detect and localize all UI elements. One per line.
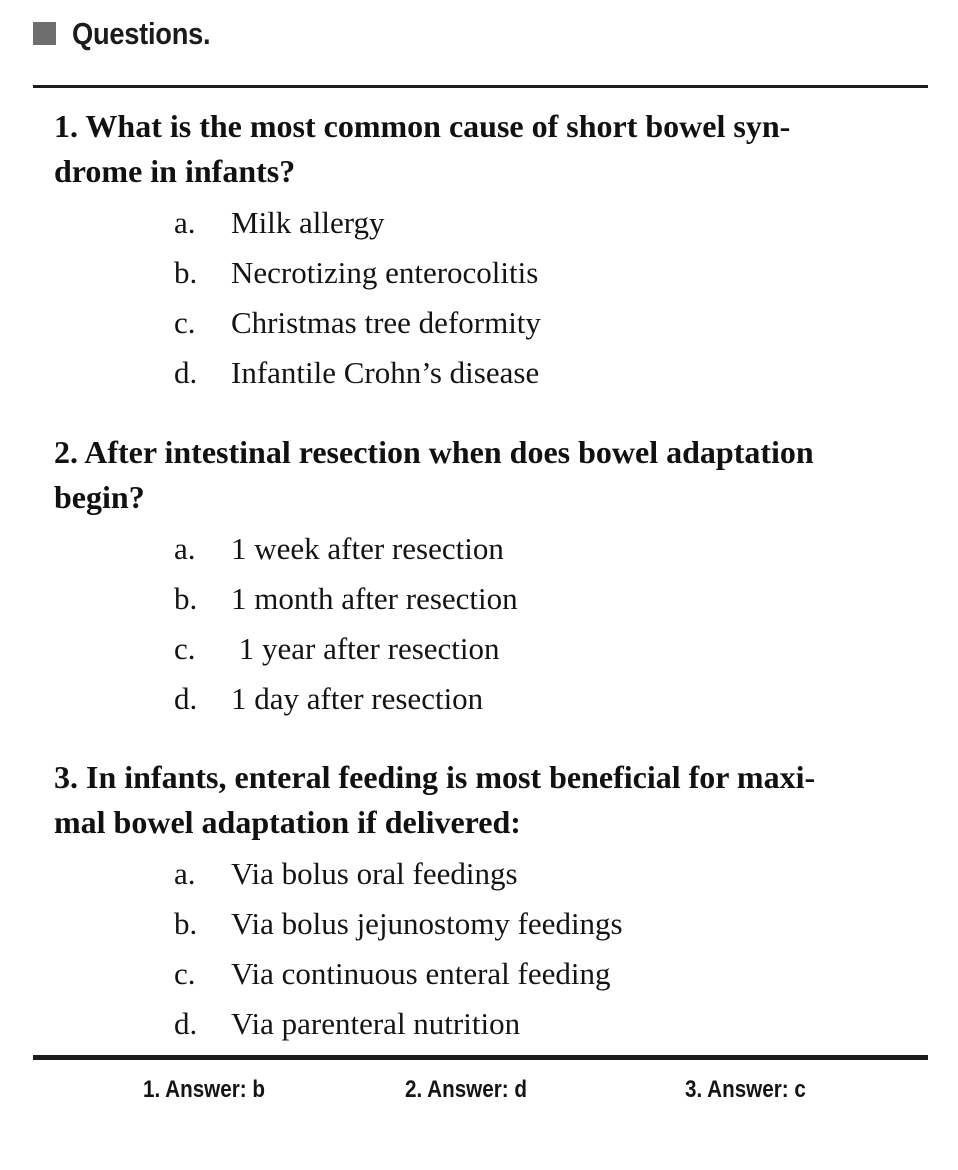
question-line-2: begin? [54,479,145,515]
option-letter: d. [174,681,198,716]
option-item[interactable]: b. 1 month after resection [54,574,914,624]
option-letter: d. [174,355,198,390]
option-label: Via bolus jejunostomy feedings [231,906,623,941]
question-block-1: 1. What is the most common cause of shor… [54,104,914,398]
option-list-1: a. Milk allergy b. Necrotizing enterocol… [54,198,914,398]
option-letter: b. [174,581,198,616]
option-label: Infantile Crohn’s disease [231,355,540,390]
section-header: Questions. [33,14,229,52]
option-item[interactable]: c. Christmas tree deformity [54,298,914,348]
question-text-1: 1. What is the most common cause of shor… [54,104,914,194]
question-line-2: mal bowel adaptation if delivered: [54,804,521,840]
option-item[interactable]: d. 1 day after resection [54,674,914,724]
option-label: Via bolus oral feedings [231,856,518,891]
option-label: Via continuous enteral feeding [231,956,611,991]
question-line-1: 1. What is the most common cause of shor… [54,108,791,144]
option-item[interactable]: a. Via bolus oral feedings [54,849,914,899]
option-item[interactable]: b. Via bolus jejunostomy feedings [54,899,914,949]
option-label: 1 year after resection [231,631,500,666]
option-letter: b. [174,906,198,941]
option-item[interactable]: d. Via parenteral nutrition [54,999,914,1049]
option-letter: a. [174,856,196,891]
page-title: Questions. [72,15,211,51]
option-item[interactable]: c. 1 year after resection [54,624,914,674]
option-letter: d. [174,1006,198,1041]
question-block-3: 3. In infants, enteral feeding is most b… [54,755,914,1049]
option-letter: c. [174,631,196,666]
option-item[interactable]: d. Infantile Crohn’s disease [54,348,914,398]
option-label: Via parenteral nutrition [231,1006,521,1041]
square-bullet-icon [33,21,56,45]
option-item[interactable]: a. 1 week after resection [54,524,914,574]
option-label: Necrotizing enterocolitis [231,255,539,290]
question-block-2: 2. After intestinal resection when does … [54,430,914,724]
question-line-2: drome in infants? [54,153,296,189]
footer-divider-rule [33,1055,928,1060]
question-text-2: 2. After intestinal resection when does … [54,430,914,520]
answer-key-3: 3. Answer: c [685,1076,806,1103]
option-label: Christmas tree deformity [231,305,541,340]
option-letter: c. [174,956,196,991]
option-list-3: a. Via bolus oral feedings b. Via bolus … [54,849,914,1049]
option-label: 1 month after resection [231,581,518,616]
option-item[interactable]: b. Necrotizing enterocolitis [54,248,914,298]
option-label: 1 day after resection [231,681,484,716]
option-item[interactable]: a. Milk allergy [54,198,914,248]
option-letter: c. [174,305,196,340]
question-line-1: 3. In infants, enteral feeding is most b… [54,759,816,795]
answer-key-2: 2. Answer: d [405,1076,527,1103]
option-letter: b. [174,255,198,290]
option-letter: a. [174,205,196,240]
option-letter: a. [174,531,196,566]
option-label: Milk allergy [231,205,385,240]
option-item[interactable]: c. Via continuous enteral feeding [54,949,914,999]
question-line-1: 2. After intestinal resection when does … [54,434,814,470]
answer-key-1: 1. Answer: b [143,1076,265,1103]
answer-key-row: 1. Answer: b 2. Answer: d 3. Answer: c [33,1074,928,1114]
header-divider-rule [33,85,928,88]
option-list-2: a. 1 week after resection b. 1 month aft… [54,524,914,724]
option-label: 1 week after resection [231,531,504,566]
question-text-3: 3. In infants, enteral feeding is most b… [54,755,914,845]
